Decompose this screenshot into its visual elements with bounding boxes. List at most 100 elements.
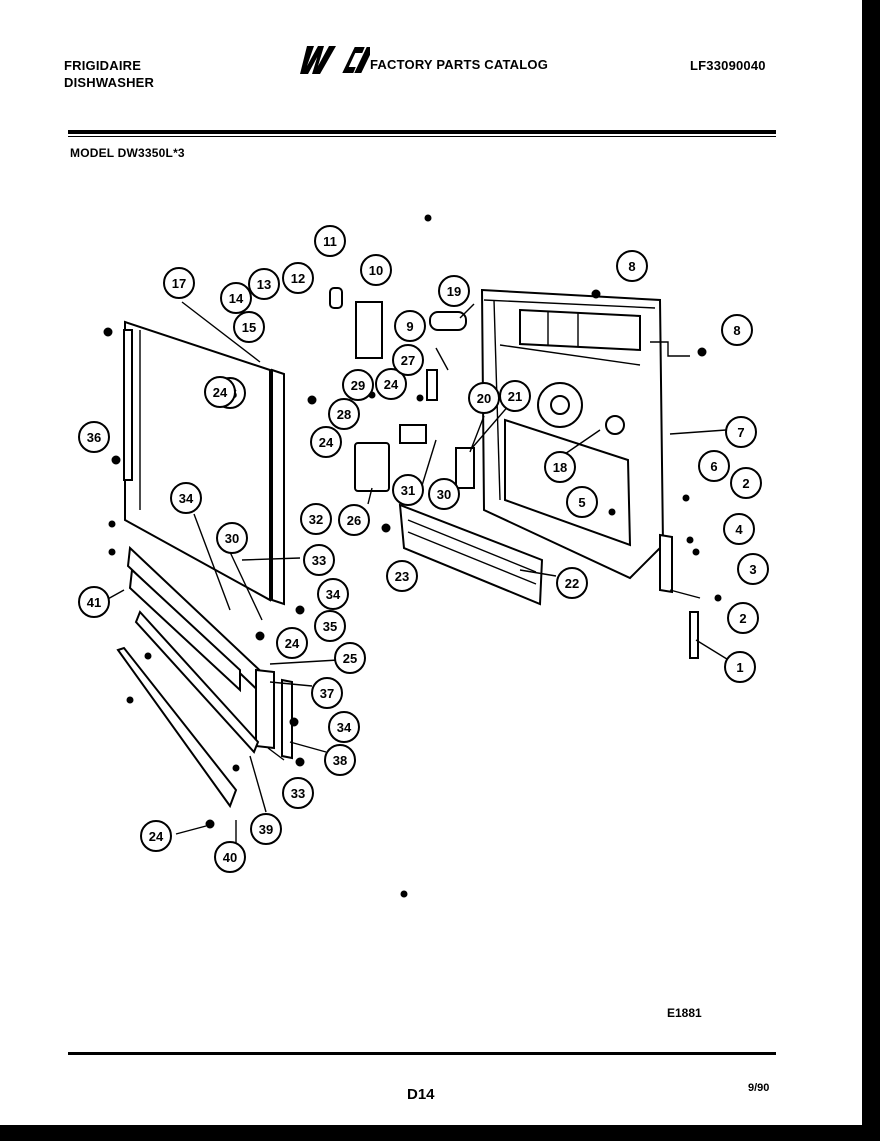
callout-number: 34 (326, 587, 341, 602)
callout-circle (392, 474, 424, 506)
callout-34: 34 (317, 578, 349, 610)
callout-8: 8 (616, 250, 648, 282)
callout-number: 12 (291, 271, 305, 286)
callout-circle (250, 813, 282, 845)
callout-circle (282, 262, 314, 294)
callout-circle (328, 711, 360, 743)
callout-2: 2 (727, 602, 759, 634)
callout-2: 2 (730, 467, 762, 499)
callout-number: 18 (553, 460, 567, 475)
callout-3: 3 (737, 553, 769, 585)
callout-circle (386, 560, 418, 592)
callout-37: 37 (311, 677, 343, 709)
callout-number: 6 (710, 459, 717, 474)
callout-circle (698, 450, 730, 482)
callout-layer: 1223456788910111213141516171819202122232… (78, 225, 769, 873)
callout-number: 34 (179, 491, 194, 506)
callout-39: 39 (250, 813, 282, 845)
callout-circle (616, 250, 648, 282)
callout-number: 33 (291, 786, 305, 801)
callout-25: 25 (334, 642, 366, 674)
callout-circle (303, 544, 335, 576)
callout-circle (276, 627, 308, 659)
leader-lines (105, 301, 736, 870)
callout-28: 28 (328, 398, 360, 430)
callout-circle (730, 467, 762, 499)
callout-8: 8 (721, 314, 753, 346)
callout-36: 36 (78, 421, 110, 453)
hinge-arm (659, 533, 701, 659)
callout-number: 8 (628, 259, 635, 274)
callout-circle (724, 651, 756, 683)
callout-number: 32 (309, 512, 323, 527)
figure-code: E1881 (667, 1006, 702, 1020)
callout-35: 35 (314, 610, 346, 642)
callout-circle (78, 586, 110, 618)
callout-number: 8 (733, 323, 740, 338)
callout-circle (220, 282, 252, 314)
outer-door-panel (123, 320, 285, 606)
header-rule-thick (68, 130, 776, 134)
brand-block: FRIGIDAIRE DISHWASHER (64, 57, 154, 91)
callout-circle (233, 311, 265, 343)
callout-number: 24 (149, 829, 164, 844)
callout-circle (360, 254, 392, 286)
callout-circle (170, 482, 202, 514)
callout-number: 31 (401, 483, 415, 498)
callout-circle (324, 744, 356, 776)
callout-circle (721, 314, 753, 346)
revision-date: 9/90 (748, 1082, 770, 1094)
callout-number: 7 (737, 425, 744, 440)
header-rule-thin (68, 136, 776, 137)
callout-number: 36 (87, 430, 101, 445)
callout-number: 24 (319, 435, 334, 450)
callout-number: 14 (229, 291, 244, 306)
footer-rule (68, 1052, 776, 1055)
screws (103, 214, 722, 898)
callout-18: 18 (544, 451, 576, 483)
callout-number: 24 (285, 636, 300, 651)
callout-number: 17 (172, 276, 186, 291)
callout-circle (317, 578, 349, 610)
callout-11: 11 (314, 225, 346, 257)
callout-number: 10 (369, 263, 383, 278)
callout-number: 2 (742, 476, 749, 491)
callout-number: 9 (406, 319, 413, 334)
callout-circle (468, 382, 500, 414)
callout-number: 39 (259, 822, 273, 837)
callout-number: 40 (223, 850, 237, 865)
callout-9: 9 (394, 310, 426, 342)
callout-circle (725, 416, 757, 448)
callout-number: 1 (736, 660, 743, 675)
callout-number: 28 (337, 407, 351, 422)
callout-number: 29 (351, 378, 365, 393)
callout-circle (544, 451, 576, 483)
callout-number: 24 (213, 385, 228, 400)
model-number: MODEL DW3350L*3 (70, 146, 185, 160)
callout-circle (78, 421, 110, 453)
control-panel-parts (116, 545, 293, 809)
callout-6: 6 (698, 450, 730, 482)
catalog-title: FACTORY PARTS CATALOG (370, 57, 549, 72)
callout-number: 11 (323, 234, 337, 249)
callout-number: 20 (477, 391, 491, 406)
callout-circle (328, 398, 360, 430)
callout-number: 34 (337, 720, 352, 735)
callout-34: 34 (170, 482, 202, 514)
callout-number: 23 (395, 569, 409, 584)
callout-circle (438, 275, 470, 307)
callout-number: 30 (225, 531, 239, 546)
callout-number: 19 (447, 284, 461, 299)
callout-number: 37 (320, 686, 334, 701)
callout-number: 27 (401, 353, 415, 368)
kick-panel (398, 503, 544, 606)
callout-circle (314, 225, 346, 257)
callout-circle (282, 777, 314, 809)
callout-circle (140, 820, 172, 852)
callout-circle (310, 426, 342, 458)
callout-circle (248, 268, 280, 300)
callout-24: 24 (375, 368, 407, 400)
callout-circle (204, 376, 236, 408)
wci-logo (300, 46, 370, 74)
callout-circle (499, 380, 531, 412)
